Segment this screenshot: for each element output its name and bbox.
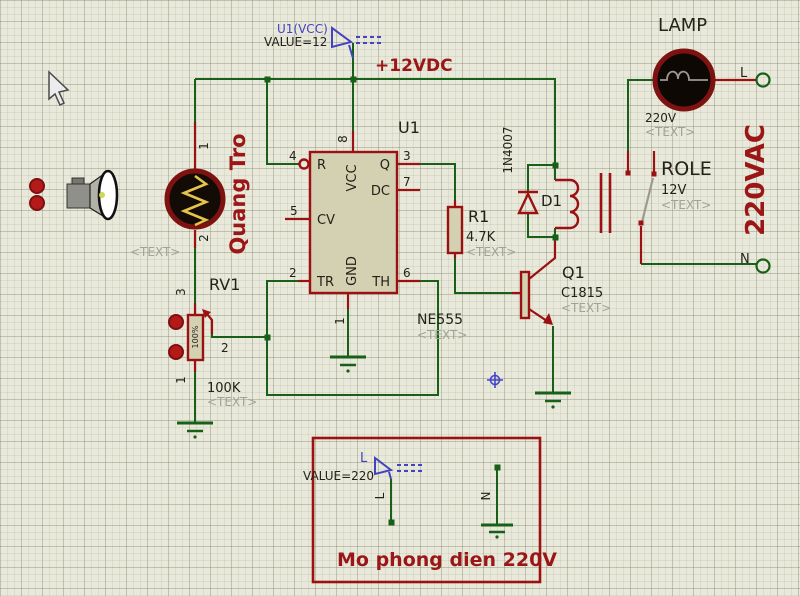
lamp-name-label: LAMP — [658, 15, 707, 36]
pot-pin3-label: 3 — [174, 288, 188, 296]
light-source-torch[interactable] — [66, 169, 119, 221]
transistor-part-label: C1815 — [561, 286, 603, 301]
ground-symbol-555[interactable] — [330, 355, 366, 373]
ldr-component[interactable] — [164, 122, 226, 248]
timer-pin1-label: 1 — [333, 317, 347, 325]
lamp-value-label: 220V — [645, 111, 677, 125]
sim-power-symbol[interactable] — [374, 456, 424, 480]
lamp-filament-icon — [660, 70, 708, 81]
sim-caption-label: Mo phong dien 220V — [337, 549, 557, 571]
torch-actuator-buttons[interactable] — [29, 178, 45, 211]
junction-dots — [264, 76, 559, 341]
origin-marker-icon — [487, 372, 503, 388]
torch-beam-dot-icon — [99, 192, 105, 198]
timer-name-r: R — [317, 158, 326, 173]
ground-symbol-sim[interactable] — [481, 523, 513, 539]
timer-pin5-label: 5 — [290, 204, 298, 218]
lamp-component[interactable] — [652, 48, 756, 112]
sim-pin-n-label: N — [479, 492, 493, 501]
transistor-q1[interactable] — [512, 241, 557, 325]
timer-name-th: TH — [371, 275, 390, 290]
ldr-pin1-label: 1 — [197, 142, 211, 150]
timer-pin7-label: 7 — [403, 175, 411, 189]
resistor-text-placeholder: <TEXT> — [466, 245, 516, 259]
timer-pin6-label: 6 — [403, 266, 411, 280]
timer-name-vcc: VCC — [345, 164, 360, 191]
sim-pin-l-label: L — [373, 492, 387, 499]
lamp-text-placeholder: <TEXT> — [645, 125, 695, 139]
ldr-name-label: Quang Tro — [226, 133, 250, 254]
pot-actuator-buttons[interactable] — [168, 314, 184, 360]
rail-label-12vdc: +12VDC — [375, 56, 453, 76]
diode-ref-label: D1 — [541, 192, 562, 210]
mains-voltage-label: 220VAC — [741, 124, 771, 236]
relay-contact[interactable] — [625, 151, 657, 264]
timer-pin3-label: 3 — [403, 149, 411, 163]
timer-555-component[interactable] — [285, 131, 420, 309]
power-source-symbol[interactable] — [331, 26, 384, 79]
ldr-pin2-label: 2 — [197, 234, 211, 242]
sim-net-label: L — [360, 451, 368, 466]
ldr-zigzag-icon — [180, 174, 210, 227]
relay-coil[interactable] — [555, 173, 612, 233]
timer-name-tr: TR — [316, 275, 334, 290]
transistor-ref-label: Q1 — [562, 263, 585, 282]
resistor-value-label: 4.7K — [466, 230, 496, 245]
terminal-n[interactable] — [755, 258, 771, 274]
potentiometer-rv1[interactable] — [186, 303, 214, 372]
resistor-r1[interactable] — [446, 200, 464, 258]
net-label-u1vcc: U1(VCC) — [277, 22, 328, 36]
terminal-l[interactable] — [755, 72, 771, 88]
timer-ref-label: U1 — [398, 118, 420, 137]
timer-pin8-label: 8 — [336, 135, 350, 143]
wire-lamp-contact[interactable] — [627, 79, 655, 151]
ground-symbol-q1[interactable] — [535, 391, 571, 409]
sim-box[interactable] — [311, 436, 542, 584]
timer-pin4-label: 4 — [289, 149, 297, 163]
diode-d1[interactable] — [517, 190, 539, 215]
resistor-ref-label: R1 — [468, 207, 489, 226]
pot-pin1-label: 1 — [174, 376, 188, 384]
pot-pin2-label: 2 — [221, 341, 229, 355]
sim-value-label: VALUE=220 — [303, 469, 374, 483]
wire-tr-th-loop[interactable] — [211, 280, 439, 396]
diode-part-label: 1N4007 — [501, 126, 515, 173]
wiper-arrow-icon — [202, 309, 211, 318]
contact-armature — [640, 177, 655, 223]
terminal-n-label: N — [740, 252, 750, 267]
transistor-text-placeholder: <TEXT> — [561, 301, 611, 315]
wire-output-branch[interactable] — [420, 163, 512, 294]
power-value-label: VALUE=12 — [264, 35, 327, 49]
pot-value-label: 100K — [207, 381, 241, 396]
timer-name-dc: DC — [371, 184, 390, 199]
pot-text-placeholder: <TEXT> — [207, 395, 257, 409]
relay-value-label: 12V — [661, 183, 687, 198]
relay-text-placeholder: <TEXT> — [661, 198, 711, 212]
relay-name-label: ROLE — [661, 158, 712, 180]
terminal-l-label: L — [740, 66, 748, 81]
mouse-cursor — [48, 70, 70, 107]
timer-name-cv: CV — [317, 213, 335, 228]
ldr-text-placeholder: <TEXT> — [130, 245, 180, 259]
timer-name-gnd: GND — [345, 256, 360, 286]
emitter-arrow-icon — [543, 313, 553, 325]
timer-name-q: Q — [380, 158, 390, 173]
timer-part-label: NE555 — [417, 312, 463, 328]
timer-text-placeholder: <TEXT> — [417, 328, 467, 342]
timer-pin2-label: 2 — [289, 266, 297, 280]
ground-symbol-rv1[interactable] — [177, 421, 213, 439]
pot-percent-label: 100% — [191, 325, 200, 348]
pot-ref-label: RV1 — [209, 275, 240, 294]
